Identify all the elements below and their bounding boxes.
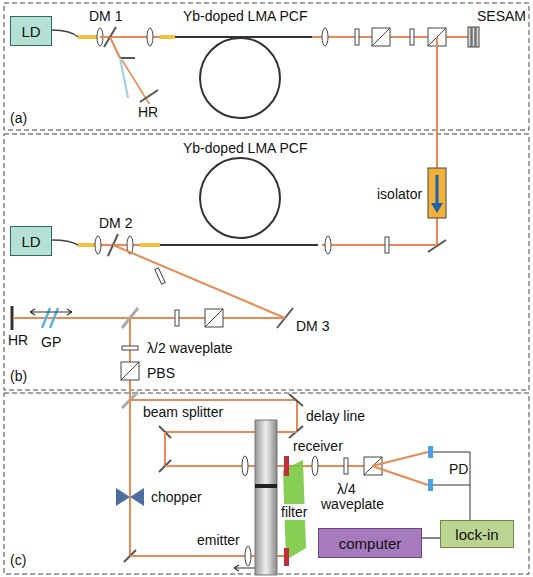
- part-label: delay line: [305, 408, 366, 424]
- box-label: computer: [339, 535, 402, 552]
- part-label: HR: [137, 104, 159, 120]
- part-label: filter: [280, 504, 308, 520]
- part-label: receiver: [292, 438, 344, 454]
- box-label: lock-in: [455, 526, 498, 543]
- part-label: Yb-doped LMA PCF: [182, 8, 309, 24]
- instrument-box: lock-in: [440, 520, 514, 548]
- part-label: Yb-doped LMA PCF: [182, 140, 309, 156]
- part-label: PBS: [146, 365, 176, 381]
- box-label: LD: [21, 233, 40, 250]
- part-label: beam splitter: [142, 404, 224, 420]
- part-label: isolator: [376, 186, 423, 202]
- part-label: (c): [9, 552, 27, 568]
- instrument-box: LD: [10, 16, 52, 46]
- part-label: GP: [40, 334, 62, 350]
- part-label: SESAM: [476, 8, 527, 24]
- part-label: λ/4: [336, 481, 357, 497]
- part-label: chopper: [150, 489, 203, 505]
- instrument-box: computer: [318, 528, 422, 558]
- instrument-box: LD: [10, 226, 52, 256]
- part-label: HR: [7, 332, 29, 348]
- part-label: emitter: [196, 532, 241, 548]
- part-label: DM 1: [88, 8, 123, 24]
- part-label: PD: [448, 461, 469, 477]
- part-label: (a): [9, 110, 28, 126]
- part-label: waveplate: [320, 496, 385, 512]
- part-label: DM 2: [98, 215, 133, 231]
- part-label: λ/2 waveplate: [146, 340, 234, 356]
- box-label: LD: [21, 23, 40, 40]
- part-label: DM 3: [295, 318, 330, 334]
- signal-wire: [422, 537, 440, 538]
- part-label: (b): [9, 368, 28, 384]
